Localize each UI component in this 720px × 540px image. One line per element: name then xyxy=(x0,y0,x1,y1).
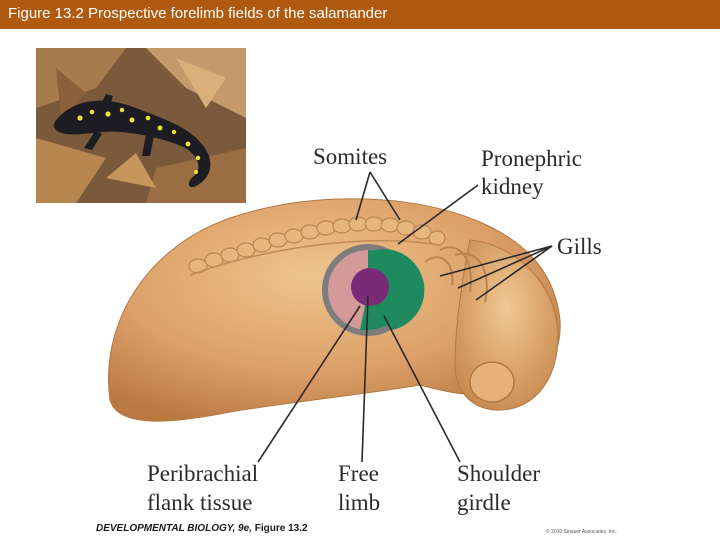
peribrachial-label-1: Peribrachial xyxy=(147,461,259,486)
figure-title: Figure 13.2 Prospective forelimb fields … xyxy=(8,5,388,22)
free-limb-label-2: limb xyxy=(338,490,381,515)
peribrachial-label-2: flank tissue xyxy=(147,490,253,515)
free-limb-line xyxy=(361,295,369,463)
gills-line-1 xyxy=(439,245,553,277)
salamander-photo xyxy=(36,48,246,203)
somites-line-1 xyxy=(355,171,371,221)
caption-book-title: DEVELOPMENTAL BIOLOGY, 9e, xyxy=(96,523,252,534)
somites-label: Somites xyxy=(313,144,388,169)
shoulder-girdle-line xyxy=(383,315,461,463)
caption-figure-ref: Figure 13.2 xyxy=(251,523,308,534)
free-limb-label-1: Free xyxy=(338,461,379,486)
shoulder-girdle-label-1: Shoulder xyxy=(457,461,541,486)
peribrachial-line xyxy=(257,305,361,463)
somites-line-2 xyxy=(369,171,401,221)
pronephric-label-2: kidney xyxy=(481,174,544,199)
shoulder-girdle-label-2: girdle xyxy=(457,490,511,515)
pronephric-line xyxy=(397,184,479,245)
gills-line-2 xyxy=(457,245,553,289)
eye-bulge xyxy=(469,361,515,403)
figure-caption: DEVELOPMENTAL BIOLOGY, 9e, Figure 13.2 xyxy=(96,523,308,534)
gills-line-3 xyxy=(475,245,553,301)
gills-label: Gills xyxy=(557,234,602,259)
pronephric-label-1: Pronephric xyxy=(481,146,582,171)
title-bar: Figure 13.2 Prospective forelimb fields … xyxy=(0,0,720,29)
free-limb-region xyxy=(351,268,389,306)
copyright-notice: © 2010 Sinauer Associates, Inc. xyxy=(546,529,617,535)
